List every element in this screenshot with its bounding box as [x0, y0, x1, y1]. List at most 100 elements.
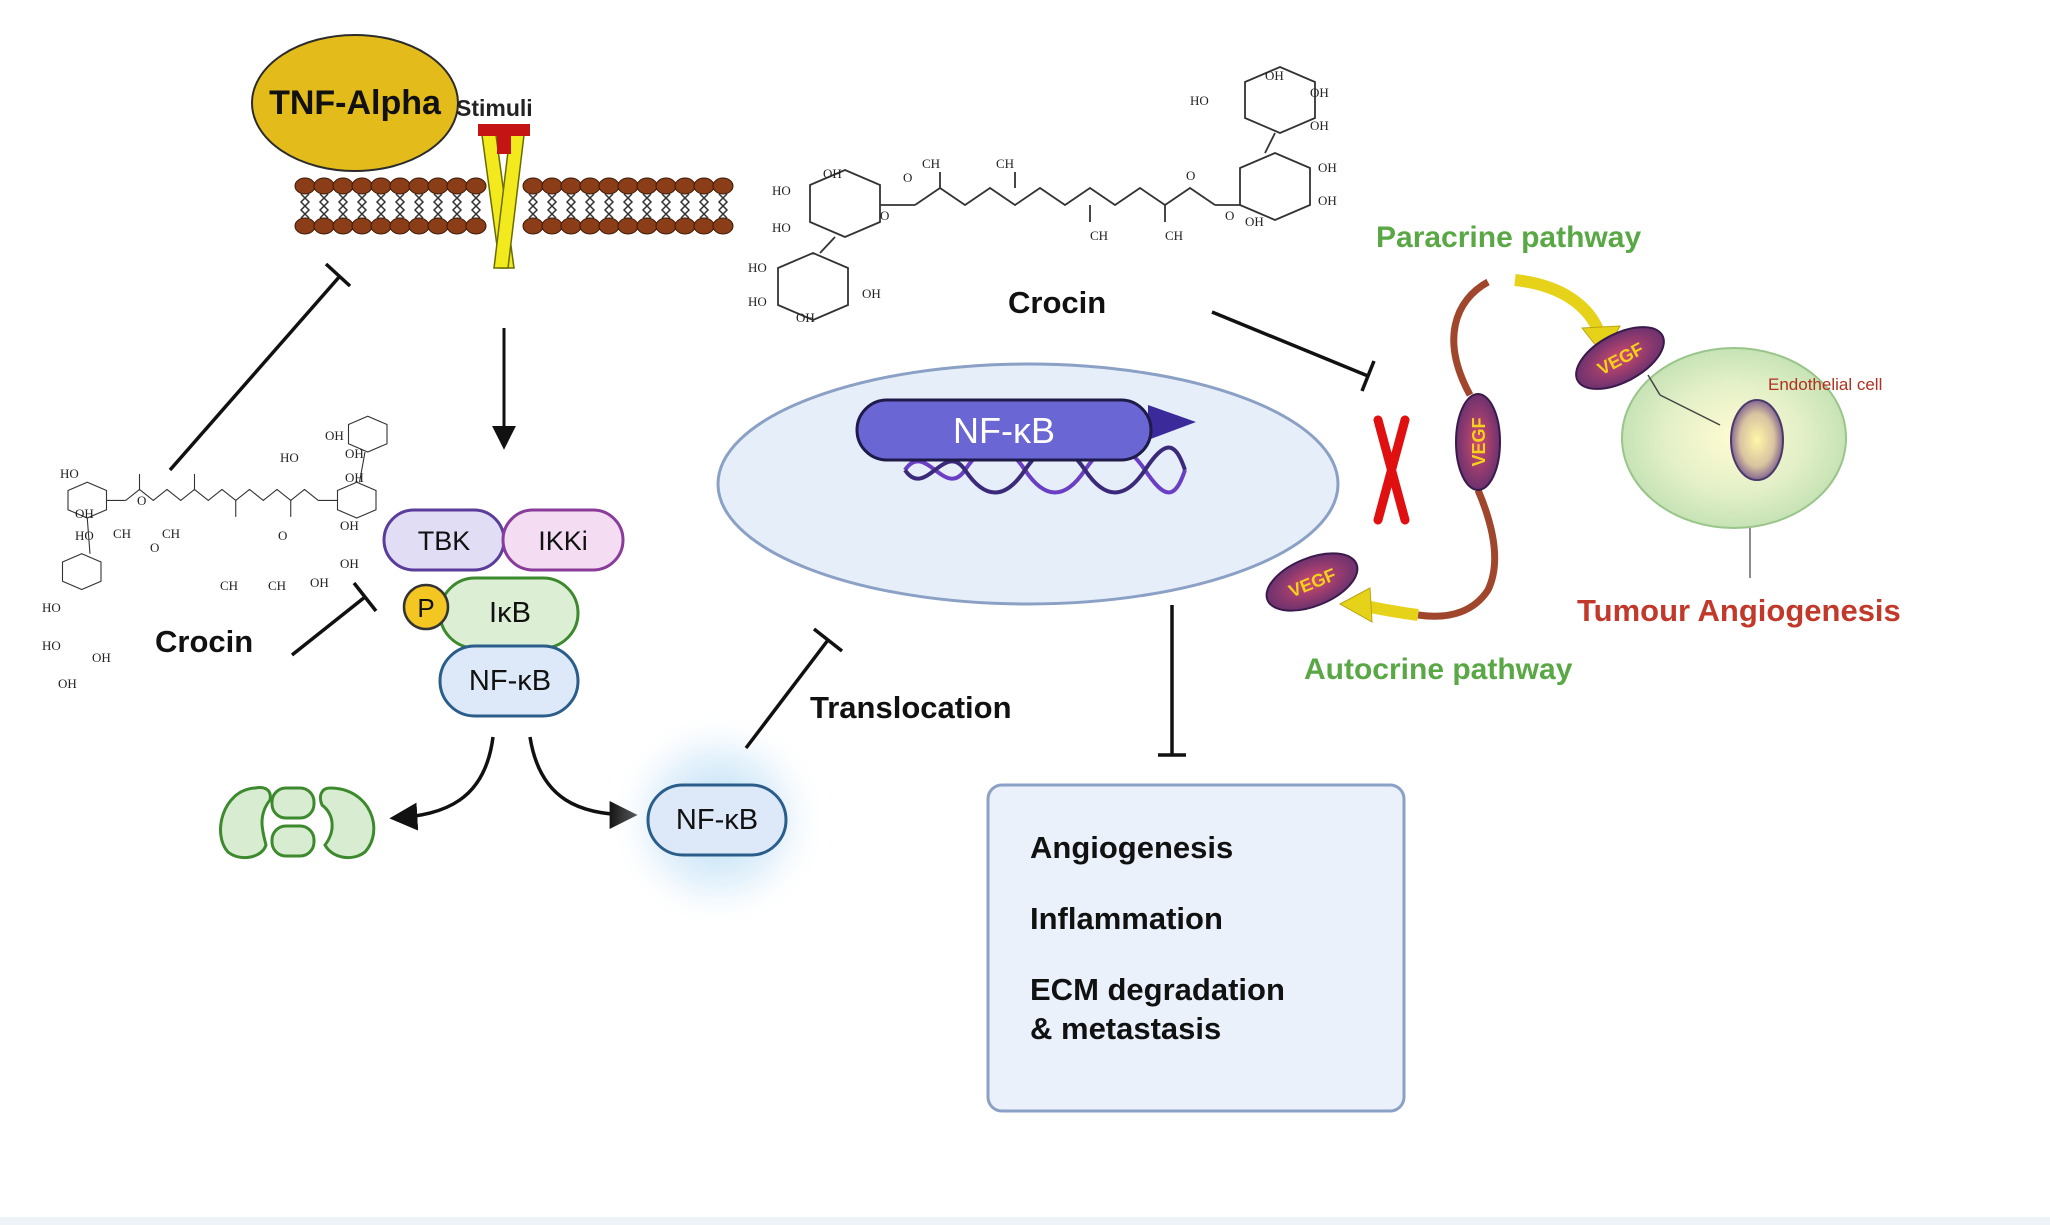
- mol-label: CH: [113, 526, 131, 541]
- lipid-head: [446, 177, 468, 195]
- mol-label: HO: [280, 450, 299, 465]
- tbk-label: TBK: [418, 526, 471, 556]
- free-nfkb-label: NF-κB: [676, 804, 758, 836]
- crocin-left-atom-labels: HO HO HO HO OH OH OH O O CH CH CH CH O O…: [42, 428, 364, 691]
- outcome-ecm-degradation: ECM degradation: [1030, 972, 1285, 1007]
- lipid-head: [446, 217, 468, 235]
- lipid-tail: [318, 193, 330, 219]
- mol-label: O: [903, 170, 912, 185]
- mol-label: O: [278, 528, 287, 543]
- lipid-tail: [584, 193, 596, 219]
- mol-label: CH: [1165, 228, 1183, 243]
- crocin-inhibits-complex: [290, 581, 378, 657]
- mol-label: CH: [996, 156, 1014, 171]
- lipid-tail: [679, 193, 691, 219]
- lipid-tail: [717, 193, 729, 219]
- lipid-head: [598, 217, 620, 235]
- endothelial-cell: Endothelial cell: [1621, 347, 1882, 578]
- lipid-head: [579, 177, 601, 195]
- lipid-head: [636, 177, 658, 195]
- lipid-head: [522, 217, 544, 235]
- lipid-tail: [375, 193, 387, 219]
- arrow-to-degraded-ikb: [389, 736, 495, 831]
- vegf-molecule-middle: VEGF: [1455, 393, 1501, 491]
- mol-label: OH: [1318, 193, 1337, 208]
- ikki-label: IKKi: [538, 526, 588, 556]
- mol-label: CH: [162, 526, 180, 541]
- lipid-tail: [299, 193, 311, 219]
- membrane-lipid-heads-top: [294, 177, 734, 195]
- lipid-head: [579, 217, 601, 235]
- red-x-block-icon: [1373, 415, 1410, 525]
- lipid-head: [332, 217, 354, 235]
- lipid-tail: [432, 193, 444, 219]
- lipid-head: [560, 177, 582, 195]
- mol-label: CH: [922, 156, 940, 171]
- mol-label: HO: [748, 260, 767, 275]
- lipid-head: [617, 217, 639, 235]
- mol-label: OH: [862, 286, 881, 301]
- mol-label: OH: [58, 676, 77, 691]
- lipid-head: [332, 177, 354, 195]
- complex-nfkb-label: NF-κB: [469, 665, 551, 697]
- tumour-angiogenesis-label: Tumour Angiogenesis: [1577, 593, 1901, 628]
- lipid-head: [693, 177, 715, 195]
- lipid-tail: [603, 193, 615, 219]
- lipid-head: [408, 217, 430, 235]
- lipid-head: [427, 217, 449, 235]
- lipid-tail: [356, 193, 368, 219]
- nucleus-to-outcomes-inhibition: [1158, 605, 1186, 757]
- lipid-head: [294, 177, 316, 195]
- mol-label: HO: [60, 466, 79, 481]
- vegf-label: VEGF: [1469, 417, 1489, 466]
- lipid-tail: [546, 193, 558, 219]
- autocrine-label: Autocrine pathway: [1304, 653, 1573, 686]
- mol-label: OH: [340, 556, 359, 571]
- lipid-head: [427, 177, 449, 195]
- mol-label: OH: [75, 506, 94, 521]
- ikk-complex: TBK IKKi IκB P NF-κB: [382, 508, 625, 718]
- lipid-head: [313, 217, 335, 235]
- lipid-head: [655, 217, 677, 235]
- crocin-molecule-top: HO HO OH HO HO OH OH O O CH CH CH CH O O…: [748, 66, 1337, 325]
- outcome-inflammation: Inflammation: [1030, 901, 1223, 936]
- mol-label: HO: [42, 600, 61, 615]
- paracrine-label: Paracrine pathway: [1376, 221, 1641, 254]
- lipid-tail: [451, 193, 463, 219]
- mol-label: O: [880, 208, 889, 223]
- outcome-angiogenesis: Angiogenesis: [1030, 830, 1233, 865]
- crocin-left-label: Crocin: [155, 624, 253, 659]
- lipid-tail: [565, 193, 577, 219]
- crocin-inhibits-vegf: [1211, 310, 1376, 392]
- degraded-ikb-fragments: [219, 786, 376, 860]
- mol-label: O: [137, 493, 146, 508]
- mol-label: OH: [1245, 214, 1264, 229]
- mol-label: O: [150, 540, 159, 555]
- lipid-head: [389, 217, 411, 235]
- crocin-molecule-left: [61, 415, 388, 591]
- membrane-lipid-tails: [299, 193, 729, 219]
- mol-label: HO: [772, 183, 791, 198]
- lipid-head: [712, 177, 734, 195]
- lipid-head: [541, 177, 563, 195]
- mol-label: OH: [345, 446, 364, 461]
- lipid-head: [370, 177, 392, 195]
- lipid-tail: [470, 193, 482, 219]
- mol-label: OH: [1318, 160, 1337, 175]
- lipid-tail: [641, 193, 653, 219]
- lipid-tail: [413, 193, 425, 219]
- mol-label: CH: [220, 578, 238, 593]
- ikb-label: IκB: [489, 597, 531, 629]
- lipid-tail: [660, 193, 672, 219]
- nucleus-nfkb-label: NF-κB: [953, 410, 1055, 451]
- lipid-head: [408, 177, 430, 195]
- tnf-alpha-ligand: TNF-Alpha: [251, 34, 459, 172]
- mol-label: CH: [268, 578, 286, 593]
- mol-label: HO: [75, 528, 94, 543]
- endothelial-label: Endothelial cell: [1768, 375, 1882, 394]
- bottom-strip: [0, 1217, 2050, 1225]
- mol-label: OH: [325, 428, 344, 443]
- mol-label: HO: [1190, 93, 1209, 108]
- lipid-head: [693, 217, 715, 235]
